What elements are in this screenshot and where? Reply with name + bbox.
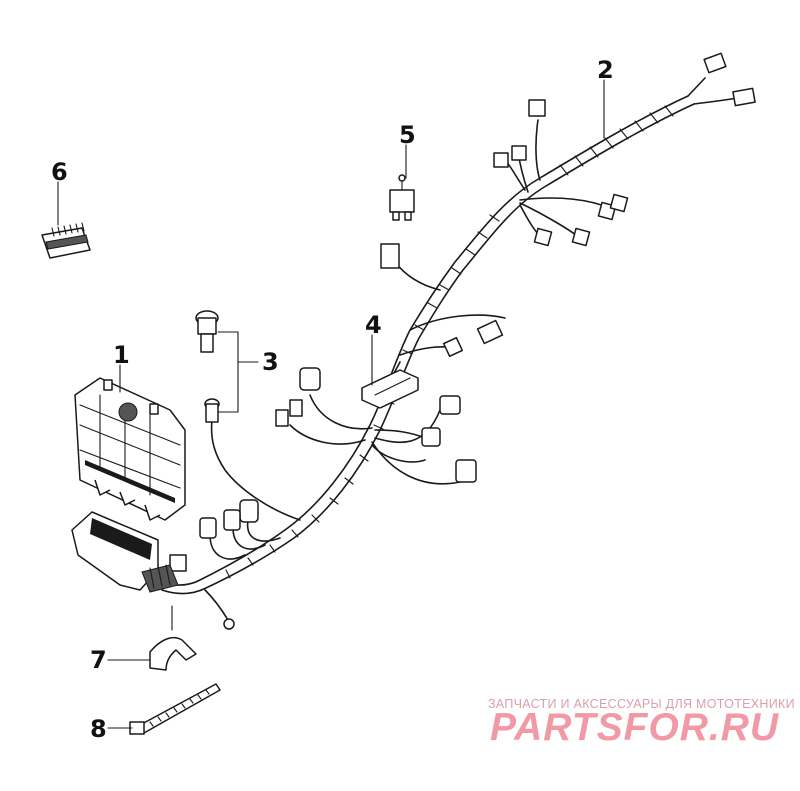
cable-tie — [129, 683, 221, 735]
callout-7: 7 — [90, 646, 107, 674]
callout-1: 1 — [113, 341, 130, 369]
sensor-part — [195, 310, 220, 423]
terminal-comb — [41, 222, 91, 259]
callout-3: 3 — [262, 348, 279, 376]
callout-2: 2 — [597, 56, 614, 84]
ecu-module — [74, 377, 186, 521]
callout-labels: 1 2 3 4 5 6 7 8 — [51, 56, 614, 743]
harness-connectors — [169, 52, 756, 630]
connector-block — [361, 369, 419, 409]
clamp-part — [149, 605, 197, 671]
leader-lines — [57, 79, 605, 729]
callout-8: 8 — [90, 715, 107, 743]
watermark-tagline: ЗАПЧАСТИ И АКСЕССУАРЫ ДЛЯ МОТОТЕХНИКИ — [488, 697, 795, 711]
callout-4: 4 — [365, 311, 382, 339]
callout-5: 5 — [399, 121, 416, 149]
watermark-logo: PARTSFOR.RU — [490, 706, 780, 749]
relay-part — [389, 174, 415, 221]
callout-6: 6 — [51, 158, 68, 186]
ecu-connector — [71, 511, 179, 593]
